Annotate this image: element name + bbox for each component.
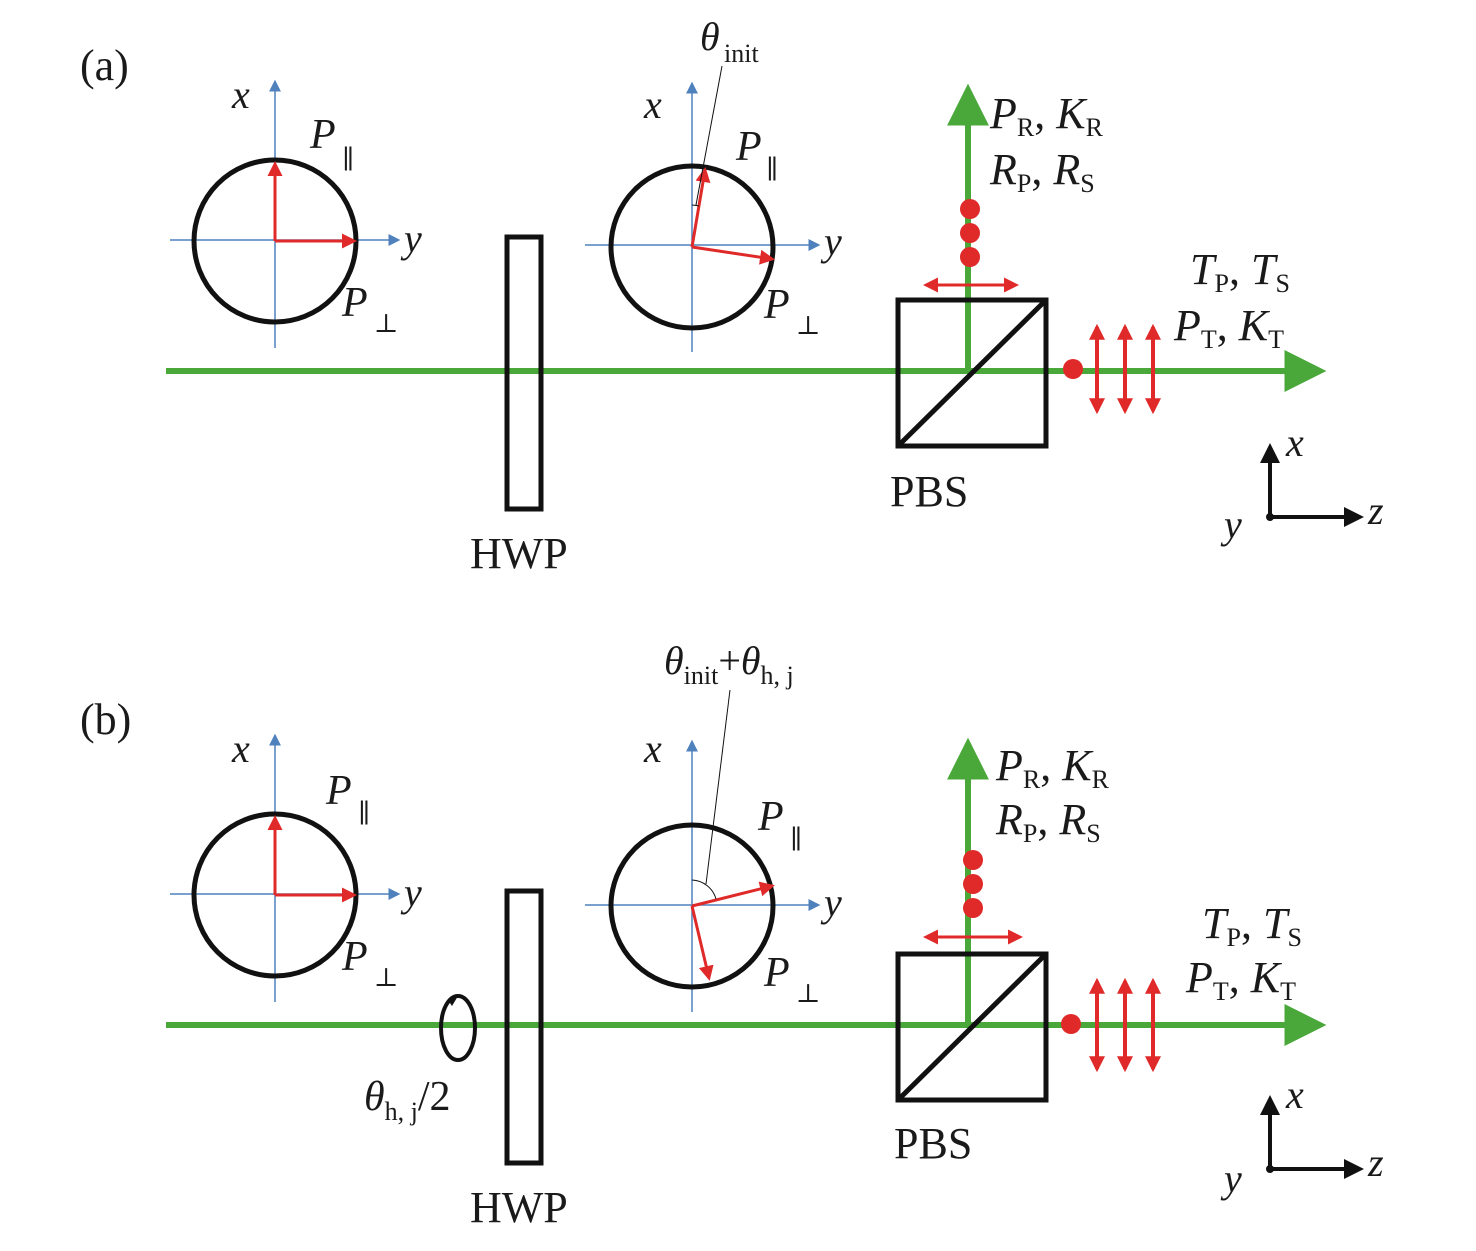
y-axis-label: y — [400, 870, 422, 915]
s-pol-dot — [1061, 1014, 1081, 1034]
p-parallel-label: P — [735, 124, 762, 170]
p-perp-vector — [691, 245, 775, 265]
p-parallel-vector — [691, 881, 775, 908]
s-pol-dot — [960, 223, 980, 243]
x-axis-label: x — [643, 726, 662, 771]
frame-z-label: z — [1367, 1140, 1384, 1185]
reflected-label-1: PR, KR — [995, 741, 1110, 794]
frame-x-label: x — [1285, 1072, 1304, 1117]
p-parallel-sub: ∥ — [790, 825, 802, 854]
p-parallel-label: P — [325, 768, 352, 814]
y-axis-label: y — [820, 880, 842, 925]
y-axis-label: y — [400, 216, 422, 261]
transmitted-label-2: PT, KT — [1173, 301, 1284, 354]
angle-symbol: θ — [700, 14, 720, 59]
coordinate-frame: x z y — [1220, 420, 1384, 547]
transmitted-label-2: PT, KT — [1185, 953, 1296, 1006]
frame-x-label: x — [1285, 420, 1304, 465]
x-axis-label: x — [231, 726, 250, 771]
angle-leader — [705, 689, 731, 885]
transmitted-label-1: TP, TS — [1190, 245, 1290, 298]
panel-a-label: (a) — [80, 41, 129, 90]
s-pol-dot — [963, 898, 983, 918]
coordinate-frame: x z y — [1220, 1072, 1384, 1201]
input-polarization-diagram: x y P ∥ P ⊥ — [170, 72, 422, 348]
p-parallel-label: P — [757, 794, 784, 840]
pbs-label: PBS — [890, 467, 968, 516]
p-perp-sub: ⊥ — [796, 979, 820, 1008]
s-pol-dot — [1063, 359, 1083, 379]
frame-y-dot — [1266, 1165, 1274, 1173]
angle-label: θinit+θh, j — [664, 638, 794, 690]
frame-y-dot — [1266, 513, 1274, 521]
hwp-plate — [504, 234, 544, 512]
reflected-label-2: RP, RS — [989, 145, 1095, 198]
pbs-cube — [895, 951, 1049, 1103]
input-polarization-diagram: x y P ∥ P ⊥ — [170, 726, 422, 1002]
frame-z-label: z — [1367, 488, 1384, 533]
p-parallel-sub: ∥ — [766, 155, 778, 184]
pbs-diagonal — [896, 952, 1048, 1102]
angle-sub: init — [724, 39, 759, 68]
angle-arc — [691, 879, 717, 900]
x-axis-label: x — [643, 82, 662, 127]
panel-b: (b) HWP θh, j/2 PBS x y P ∥ P ⊥ — [80, 638, 1384, 1232]
p-parallel-sub: ∥ — [342, 145, 354, 174]
s-pol-dot — [963, 874, 983, 894]
reflected-label-1: PR, KR — [989, 89, 1104, 142]
transmitted-label-1: TP, TS — [1202, 899, 1302, 952]
p-perp-sub: ⊥ — [374, 963, 398, 992]
rotated-polarization-diagram: θinit+θh, j x y P ∥ P ⊥ — [585, 638, 842, 1012]
panel-b-label: (b) — [80, 695, 131, 744]
p-perp-label: P — [763, 950, 790, 996]
p-perp-label: P — [341, 934, 368, 980]
panel-a: (a) HWP PBS x y P ∥ P ⊥ — [80, 14, 1384, 578]
polarization-circle — [608, 822, 776, 990]
pbs-label: PBS — [894, 1119, 972, 1168]
pbs-diagonal — [896, 298, 1048, 448]
s-pol-dot — [960, 247, 980, 267]
rotated-polarization-diagram: θ init x y P ∥ P ⊥ — [585, 14, 842, 352]
hwp-label: HWP — [470, 1183, 568, 1232]
polarization-circle — [608, 163, 776, 331]
rotation-angle-label: θh, j/2 — [364, 1074, 451, 1126]
frame-y-label: y — [1220, 1156, 1242, 1201]
rotation-arrowhead — [448, 996, 458, 1006]
hwp-plate — [504, 888, 544, 1166]
s-pol-dot — [960, 199, 980, 219]
p-perp-label: P — [341, 280, 368, 326]
y-axis-label: y — [820, 219, 842, 264]
p-perp-vector — [690, 905, 714, 981]
reflected-label-2: RP, RS — [995, 795, 1101, 848]
p-parallel-vector — [690, 167, 711, 248]
p-parallel-sub: ∥ — [358, 799, 370, 828]
frame-y-label: y — [1220, 502, 1242, 547]
hwp-label: HWP — [470, 529, 568, 578]
pbs-cube — [895, 297, 1049, 449]
p-perp-sub: ⊥ — [374, 309, 398, 338]
angle-leader — [695, 65, 723, 206]
x-axis-label: x — [231, 72, 250, 117]
p-parallel-label: P — [309, 112, 336, 158]
p-perp-sub: ⊥ — [796, 311, 820, 340]
p-perp-label: P — [763, 282, 790, 328]
s-pol-dot — [963, 850, 983, 870]
angle-arc — [691, 204, 700, 207]
